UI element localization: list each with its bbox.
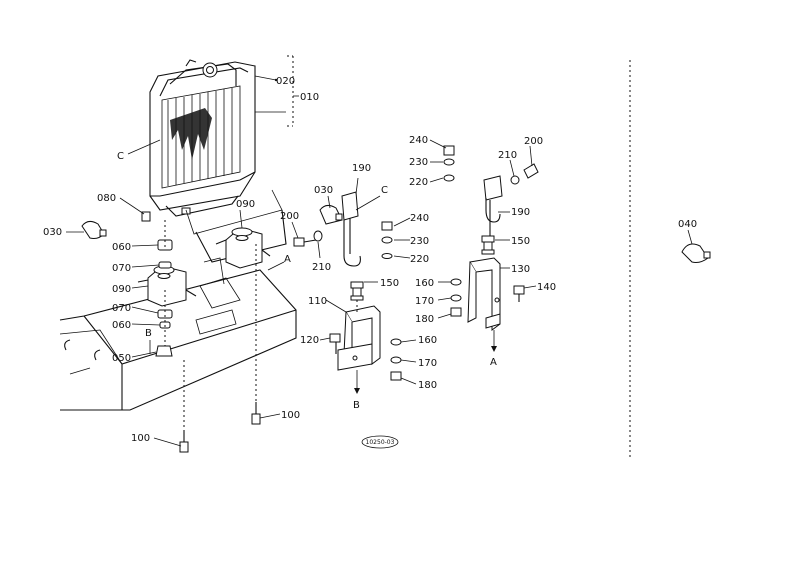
label-070-bottom: 070 (112, 303, 131, 314)
mount-150-right (481, 235, 510, 255)
ref-label-c1: C (117, 151, 124, 162)
label-160-right: 160 (415, 278, 434, 289)
mount-090-right (215, 227, 271, 269)
ref-label-a-frame: A (284, 254, 291, 265)
label-020: 020 (276, 76, 295, 87)
bolt-080 (119, 197, 151, 222)
label-230-center: 230 (410, 236, 429, 247)
mount-150-center (350, 281, 378, 301)
rod-190-center (341, 177, 361, 267)
centerlines (164, 220, 257, 440)
label-030-left: 030 (43, 227, 62, 238)
clamp-030-left (66, 220, 107, 239)
frame (59, 189, 297, 411)
bracket-130 (467, 257, 510, 352)
label-110: 110 (308, 296, 327, 307)
drawing-code-label: 10250-03 (366, 439, 395, 446)
clamp-030-center (319, 195, 343, 225)
bolt-140 (513, 285, 537, 302)
label-190-right: 190 (511, 207, 530, 218)
bracket-110 (337, 300, 381, 394)
ref-label-b-center: B (353, 400, 360, 411)
label-210-right: 210 (498, 150, 517, 161)
label-060-bottom: 060 (112, 320, 131, 331)
label-010: 010 (300, 92, 319, 103)
label-230-right: 230 (409, 157, 428, 168)
label-190-center: 190 (352, 163, 371, 174)
ref-label-b-frame: B (145, 328, 152, 339)
label-170-center: 170 (418, 358, 437, 369)
label-200-right: 200 (524, 136, 543, 147)
label-120: 120 (300, 335, 319, 346)
label-090-right: 090 (236, 199, 255, 210)
label-240-right: 240 (409, 135, 428, 146)
clamp-040 (681, 229, 711, 263)
bolt-100-a (153, 430, 189, 453)
label-080: 080 (97, 193, 116, 204)
bolt-120 (319, 333, 341, 354)
label-180-center: 180 (418, 380, 437, 391)
ref-arrow-c-radiator: C (117, 139, 161, 162)
fastener-stack-right-mid (437, 278, 462, 319)
label-220-center: 220 (410, 254, 429, 265)
label-030-center: 030 (314, 185, 333, 196)
label-070-top: 070 (112, 263, 131, 274)
callout-010-020: 020 010 (254, 55, 319, 127)
ref-label-c-center: C (381, 185, 388, 196)
fastener-stack-center (381, 217, 411, 259)
ref-label-a-right: A (490, 357, 497, 368)
label-210-center: 210 (312, 262, 331, 273)
label-220-right: 220 (409, 177, 428, 188)
mount-090-left (137, 265, 197, 307)
bolt-200-right (509, 145, 539, 185)
ref-arrow-c-center (355, 195, 381, 211)
label-150-center: 150 (380, 278, 399, 289)
bolt-100-b (251, 402, 281, 425)
label-050: 050 (112, 353, 131, 364)
label-160-center: 160 (418, 335, 437, 346)
label-140: 140 (537, 282, 556, 293)
radiator (149, 59, 256, 217)
label-100-right: 100 (281, 410, 300, 421)
ref-arrow-a-frame (267, 261, 285, 271)
drawing-code: 10250-03 (361, 435, 399, 449)
label-090-left: 090 (112, 284, 131, 295)
label-040: 040 (678, 219, 697, 230)
bolt-200-center (291, 221, 323, 259)
fastener-stack-lower (390, 338, 417, 385)
label-240-center: 240 (410, 213, 429, 224)
fastener-stack-right-top (429, 139, 455, 183)
label-100-left: 100 (131, 433, 150, 444)
label-170-right: 170 (415, 296, 434, 307)
label-150-right: 150 (511, 236, 530, 247)
label-060-top: 060 (112, 242, 131, 253)
label-130: 130 (511, 264, 530, 275)
label-200-center: 200 (280, 211, 299, 222)
rod-190-right (483, 175, 510, 236)
label-180-right: 180 (415, 314, 434, 325)
